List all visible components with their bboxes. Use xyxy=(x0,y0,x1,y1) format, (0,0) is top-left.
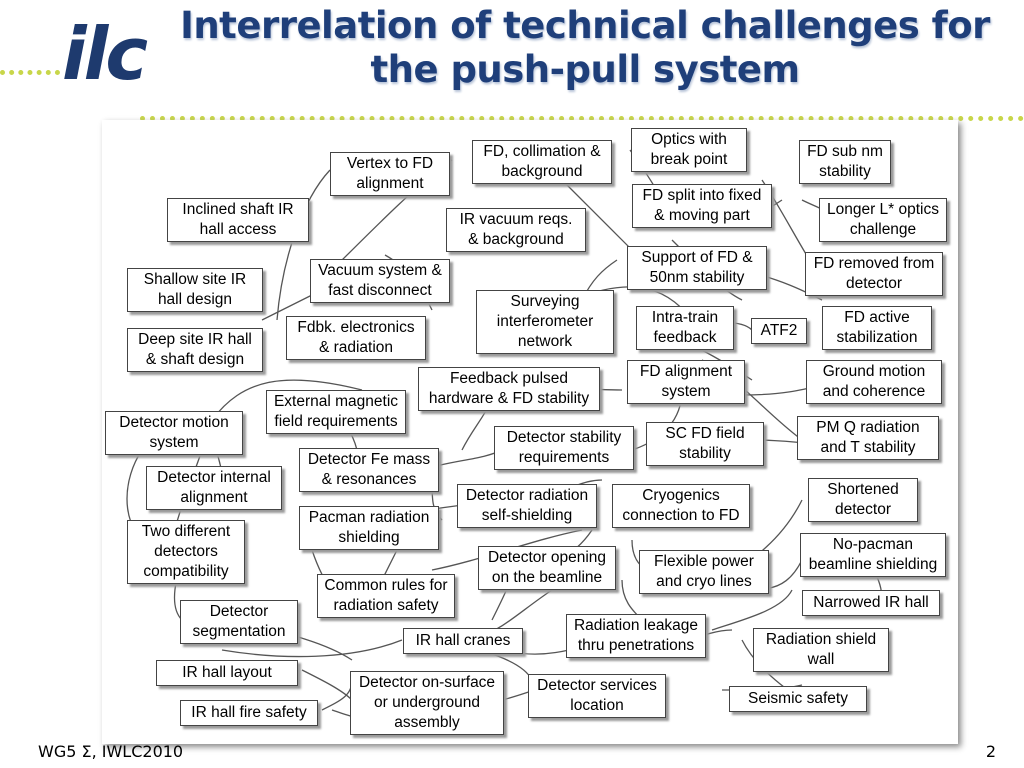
node-detector-stability-requirements: Detector stability requirements xyxy=(494,426,634,470)
title-divider xyxy=(140,116,1024,121)
node-fd-alignment-system: FD alignment system xyxy=(627,360,745,404)
node-detector-motion-system: Detector motion system xyxy=(105,411,243,455)
node-seismic-safety: Seismic safety xyxy=(729,686,867,712)
node-support-of-fd: Support of FD & 50nm stability xyxy=(627,246,767,290)
node-two-different-detectors: Two different detectors compatibility xyxy=(127,520,245,584)
node-vertex-to-fd-alignment: Vertex to FD alignment xyxy=(330,152,450,196)
node-fdbk-electronics: Fdbk. electronics & radiation xyxy=(286,316,426,360)
ilc-logo: ilc xyxy=(62,12,148,96)
node-atf2: ATF2 xyxy=(751,318,807,344)
node-ir-hall-layout: IR hall layout xyxy=(156,660,298,686)
node-surveying-interferometer: Surveying interferometer network xyxy=(476,290,614,354)
title-divider-left xyxy=(0,70,60,75)
node-longer-l-optics: Longer L* optics challenge xyxy=(819,198,947,242)
node-narrowed-ir-hall: Narrowed IR hall xyxy=(802,590,940,616)
node-inclined-shaft-ir-hall-access: Inclined shaft IR hall access xyxy=(167,198,309,242)
node-sc-fd-field-stability: SC FD field stability xyxy=(646,422,764,466)
node-intra-train-feedback: Intra-train feedback xyxy=(636,306,734,350)
node-cryogenics-connection: Cryogenics connection to FD xyxy=(612,484,750,528)
node-pacman-radiation-shielding: Pacman radiation shielding xyxy=(299,506,439,550)
node-detector-fe-mass: Detector Fe mass & resonances xyxy=(299,448,439,492)
node-detector-internal-alignment: Detector internal alignment xyxy=(146,466,282,510)
node-no-pacman-shielding: No-pacman beamline shielding xyxy=(800,533,946,577)
node-detector-on-surface: Detector on-surface or underground assem… xyxy=(350,671,504,735)
slide-number: 2 xyxy=(985,742,996,761)
node-detector-services-location: Detector services location xyxy=(528,674,666,718)
node-detector-radiation-self-shielding: Detector radiation self-shielding xyxy=(457,484,597,528)
page-title: Interrelation of technical challenges fo… xyxy=(180,4,990,91)
node-deep-site-ir-hall: Deep site IR hall & shaft design xyxy=(127,328,263,372)
node-detector-segmentation: Detector segmentation xyxy=(180,600,298,644)
node-fd-sub-nm-stability: FD sub nm stability xyxy=(799,140,891,184)
node-radiation-leakage: Radiation leakage thru penetrations xyxy=(566,614,706,658)
node-feedback-pulsed-hardware: Feedback pulsed hardware & FD stability xyxy=(418,367,600,411)
node-vacuum-system: Vacuum system & fast disconnect xyxy=(310,259,450,303)
node-fd-split: FD split into fixed & moving part xyxy=(632,184,772,228)
node-external-magnetic-field: External magnetic field requirements xyxy=(266,390,406,434)
node-shallow-site-ir-hall: Shallow site IR hall design xyxy=(127,268,263,312)
node-detector-opening: Detector opening on the beamline xyxy=(478,546,616,590)
node-common-rules-radiation: Common rules for radiation safety xyxy=(317,574,455,618)
node-flexible-power-cryo: Flexible power and cryo lines xyxy=(639,550,769,594)
node-ir-hall-cranes: IR hall cranes xyxy=(403,628,523,654)
node-ground-motion: Ground motion and coherence xyxy=(806,360,942,404)
node-fd-collimation-background: FD, collimation & background xyxy=(472,140,612,184)
node-ir-vacuum-reqs: IR vacuum reqs. & background xyxy=(446,208,586,252)
node-radiation-shield-wall: Radiation shield wall xyxy=(753,628,889,672)
node-optics-with-break-point: Optics with break point xyxy=(631,128,747,172)
node-shortened-detector: Shortened detector xyxy=(808,478,918,522)
node-fd-removed-from-detector: FD removed from detector xyxy=(805,252,943,296)
node-ir-hall-fire-safety: IR hall fire safety xyxy=(180,700,318,726)
footer-conference: WG5 Σ, IWLC2010 xyxy=(38,742,184,761)
node-fd-active-stabilization: FD active stabilization xyxy=(822,306,932,350)
node-pm-q-radiation: PM Q radiation and T stability xyxy=(797,416,939,460)
